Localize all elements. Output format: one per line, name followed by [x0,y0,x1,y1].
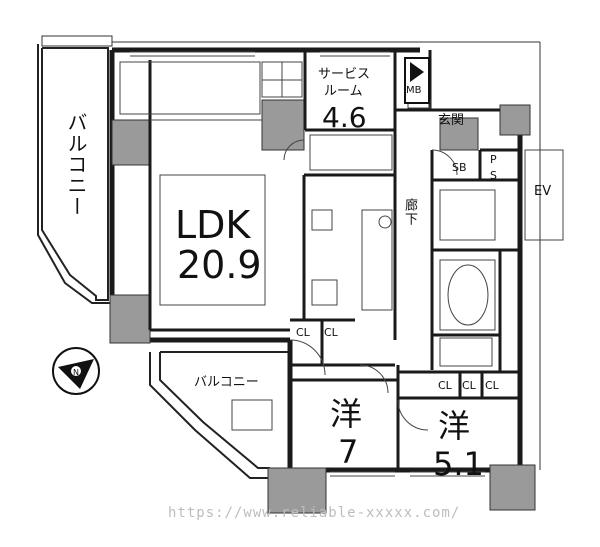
compass-icon: N [52,347,100,395]
closet-label: CL [462,379,476,392]
ldk-label: LDK [175,203,251,247]
mb-label: MB [406,85,422,96]
service-room-label-line1: サービス [318,67,371,82]
room-east-label: 洋 [438,407,471,445]
balcony-lower-outline [149,351,290,479]
detail-lines [119,51,564,477]
svg-text:N: N [73,368,79,377]
interior-walls [148,50,520,470]
balcony-lower-label: バルコニー [194,375,259,390]
room-east-size: 5.1 [433,445,484,483]
service-room-size: 4.6 [322,101,367,134]
closet-label: CL [438,379,452,392]
balcony-left-label: バルコニー [64,112,88,217]
ps-label-p: P [490,153,497,166]
service-room-label-line2: ルーム [324,84,363,99]
closet-label: CL [485,379,499,392]
sb-label: SB [452,161,467,174]
room-west-label: 洋 [330,395,363,433]
entrance-label: 玄関 [438,113,465,128]
ps-label-s: S [490,169,497,182]
corridor-label: 廊下 [402,198,417,226]
closet-label: CL [324,326,338,339]
balcony-left-outline [37,44,112,304]
room-west-size: 7 [338,433,359,471]
closet-label: CL [296,326,310,339]
ev-label: EV [534,184,552,199]
watermark: https://www.reliable-xxxxx.com/ [168,505,461,521]
pillars [109,99,536,514]
mb-box [404,57,430,104]
ldk-size: 20.9 [177,243,262,287]
